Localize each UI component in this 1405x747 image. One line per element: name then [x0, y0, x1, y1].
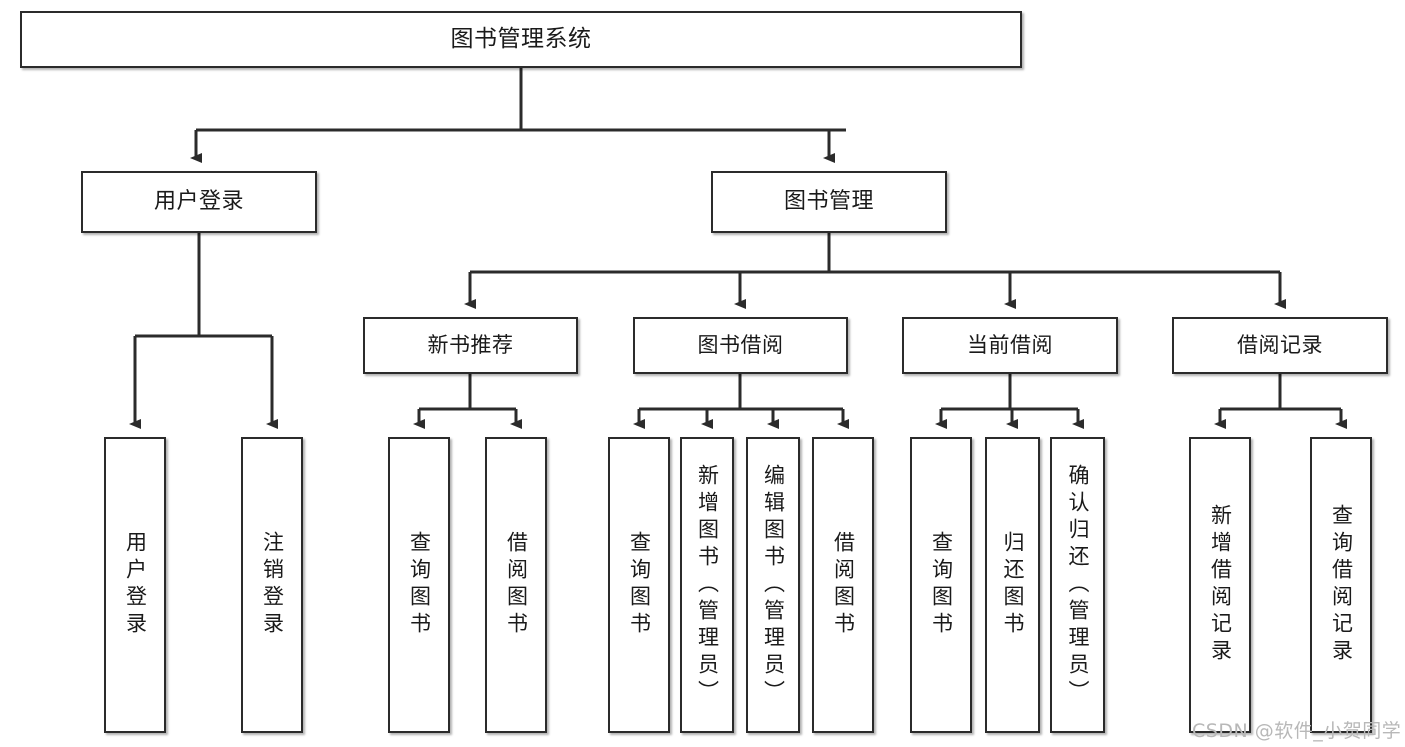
node-label: 查询借阅记录	[1329, 504, 1354, 666]
node-borrow-record[interactable]: 借阅记录	[1172, 317, 1388, 374]
leaf-query-book-current[interactable]: 查询图书	[910, 437, 972, 733]
node-label: 图书管理	[783, 189, 874, 215]
leaf-user-login[interactable]: 用户登录	[104, 437, 166, 733]
node-label: 借阅记录	[1237, 333, 1323, 358]
leaf-edit-book-admin[interactable]: 编辑图书（管理员）	[746, 437, 800, 733]
leaf-add-book-admin[interactable]: 新增图书（管理员）	[680, 437, 734, 733]
node-label: 查询图书	[627, 531, 652, 639]
node-label: 新增图书（管理员）	[695, 463, 720, 707]
leaf-logout[interactable]: 注销登录	[241, 437, 303, 733]
leaf-query-borrow-record[interactable]: 查询借阅记录	[1310, 437, 1372, 733]
node-label: 新增借阅记录	[1208, 504, 1233, 666]
csdn-watermark: CSDN @软件_小贺同学	[1192, 720, 1402, 742]
node-label: 当前借阅	[967, 333, 1053, 358]
node-root-system[interactable]: 图书管理系统	[20, 11, 1022, 68]
node-label: 新书推荐	[427, 333, 514, 358]
node-user-login[interactable]: 用户登录	[81, 171, 317, 233]
node-label: 归还图书	[1001, 531, 1025, 639]
node-label: 图书借阅	[697, 333, 784, 358]
node-label: 查询图书	[407, 531, 432, 639]
node-label: 用户登录	[123, 531, 148, 639]
node-new-book-recommend[interactable]: 新书推荐	[363, 317, 578, 374]
node-label: 借阅图书	[504, 531, 529, 639]
node-label: 确认归还（管理员）	[1066, 463, 1090, 707]
node-label: 图书管理系统	[450, 25, 592, 52]
node-label: 注销登录	[260, 531, 285, 639]
node-book-borrow[interactable]: 图书借阅	[633, 317, 848, 374]
leaf-confirm-return-admin[interactable]: 确认归还（管理员）	[1050, 437, 1105, 733]
leaf-query-book-borrow[interactable]: 查询图书	[608, 437, 670, 733]
node-label: 查询图书	[929, 531, 954, 639]
leaf-borrow-book-newbook[interactable]: 借阅图书	[485, 437, 547, 733]
node-label: 用户登录	[153, 189, 244, 215]
leaf-lend-book[interactable]: 借阅图书	[812, 437, 874, 733]
node-label: 编辑图书（管理员）	[761, 463, 786, 707]
leaf-return-book[interactable]: 归还图书	[985, 437, 1040, 733]
node-book-management[interactable]: 图书管理	[711, 171, 947, 233]
node-label: 借阅图书	[831, 531, 856, 639]
node-current-borrow[interactable]: 当前借阅	[902, 317, 1118, 374]
leaf-query-book-newbook[interactable]: 查询图书	[388, 437, 450, 733]
leaf-add-borrow-record[interactable]: 新增借阅记录	[1189, 437, 1251, 733]
